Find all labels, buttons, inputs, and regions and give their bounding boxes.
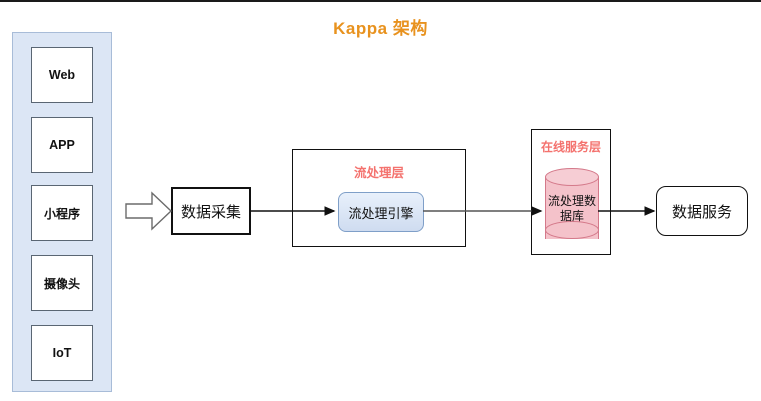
source-box-camera[interactable]: 摄像头 [31,255,93,311]
database-label-line-1: 流处理数 [547,194,596,208]
stream-processing-database-label: 流处理数 据库 [539,194,605,224]
stream-processing-database-cylinder[interactable]: 流处理数 据库 [545,168,599,246]
stream-processing-layer: 流处理层 流处理引擎 [292,149,466,247]
page-title: Kappa 架构 [333,19,428,38]
stream-processing-engine-box[interactable]: 流处理引擎 [338,192,424,232]
database-label-line-2: 据库 [559,209,584,223]
data-service-box[interactable]: 数据服务 [656,186,748,236]
stream-processing-layer-title: 流处理层 [353,166,404,180]
source-box-iot[interactable]: IoT [31,325,93,381]
block-arrow-sources-to-ingest [125,191,173,231]
source-box-app[interactable]: APP [31,117,93,173]
online-service-layer-title: 在线服务层 [540,140,601,154]
data-ingestion-box[interactable]: 数据采集 [171,187,251,235]
data-sources-panel: Web APP 小程序 摄像头 IoT [12,32,112,392]
online-service-layer: 在线服务层 流处理数 据库 [531,129,611,255]
cylinder-bottom-shape [545,221,599,239]
source-box-web[interactable]: Web [31,47,93,103]
cylinder-top-shape [545,168,599,186]
source-box-miniprogram[interactable]: 小程序 [31,185,93,241]
